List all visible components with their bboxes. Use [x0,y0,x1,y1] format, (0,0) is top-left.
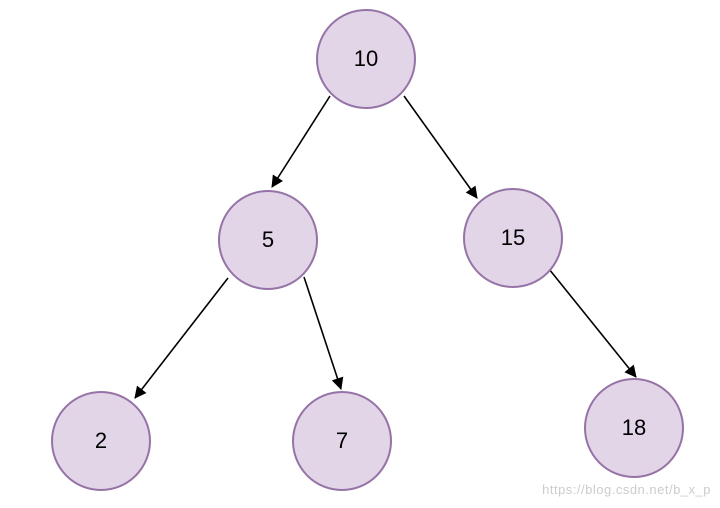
tree-node-18: 18 [584,378,684,478]
tree-node-2: 2 [51,391,151,491]
node-value: 18 [621,415,647,440]
node-value: 15 [500,225,526,250]
edge-5-2 [134,277,229,399]
node-value: 5 [261,227,275,252]
edge-5-7 [303,276,344,390]
tree-node-10: 10 [316,9,416,109]
tree-node-5: 5 [218,190,318,290]
edge-10-5 [271,95,331,188]
node-value: 10 [353,46,379,71]
node-value: 2 [94,428,108,453]
tree-node-7: 7 [292,391,392,491]
tree-node-15: 15 [463,188,563,288]
edge-10-15 [403,95,478,199]
watermark-url: https://blog.csdn.net/b_x_p [542,482,711,497]
edge-15-18 [548,268,637,378]
node-value: 7 [335,428,349,453]
